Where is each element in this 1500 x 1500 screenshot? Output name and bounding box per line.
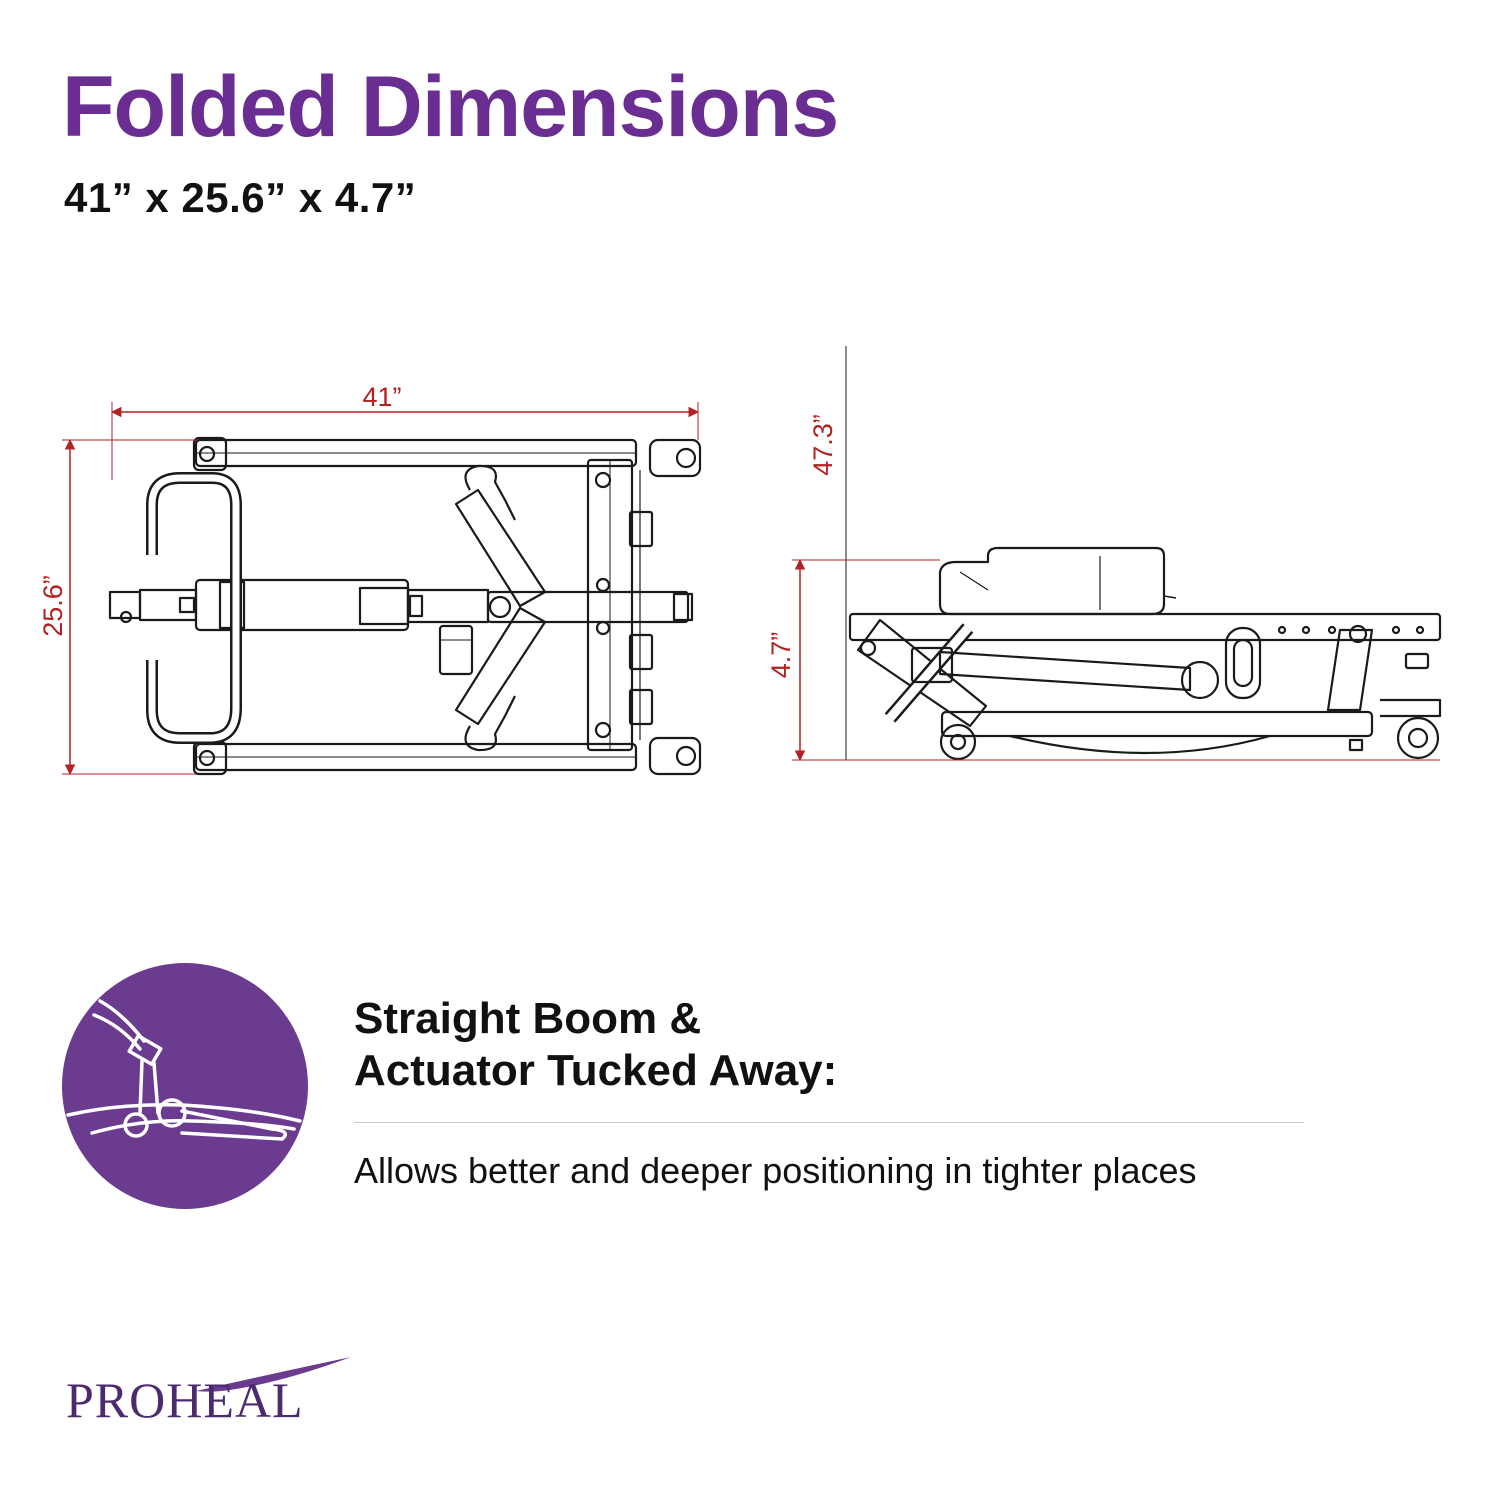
top-view xyxy=(108,436,702,776)
width-label: 41” xyxy=(362,382,401,412)
divider xyxy=(354,1122,1304,1123)
feature-heading-line2: Actuator Tucked Away: xyxy=(354,1046,838,1095)
feature-description: Allows better and deeper positioning in … xyxy=(354,1150,1197,1191)
low-height-dimension xyxy=(792,558,1440,762)
depth-dimension xyxy=(62,438,196,776)
depth-label: 25.6” xyxy=(38,575,68,637)
page-title: Folded Dimensions xyxy=(62,59,839,155)
feature-heading: Straight Boom & Actuator Tucked Away: xyxy=(354,993,837,1097)
low-height-label: 4.7” xyxy=(766,632,796,679)
technical-drawing: 41” 25.6” xyxy=(38,346,1442,776)
folded-dimensions-value: 41” x 25.6” x 4.7” xyxy=(64,174,417,221)
logo-swoosh-icon xyxy=(196,1357,351,1392)
proheal-logo: PROHEAL xyxy=(66,1355,366,1435)
height-label: 47.3” xyxy=(808,414,838,476)
width-dimension xyxy=(110,402,700,480)
side-view xyxy=(848,546,1442,761)
folded-lift-icon xyxy=(62,963,308,1209)
brand-name: PROHEAL xyxy=(66,1372,304,1428)
feature-heading-line1: Straight Boom & xyxy=(354,994,702,1043)
